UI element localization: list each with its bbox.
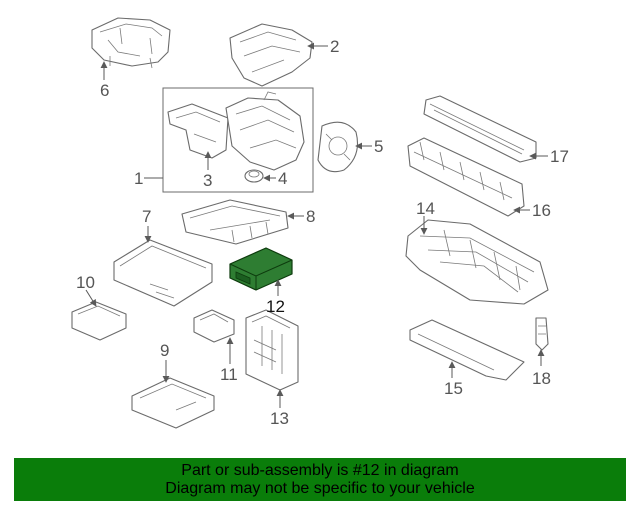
part-15-tray[interactable] [409, 319, 525, 381]
leader-10 [85, 289, 97, 307]
part-4-grommet[interactable] [244, 169, 264, 183]
callout-6: 6 [100, 81, 109, 100]
notice-line-part-number: Part or sub-assembly is #12 in diagram [181, 462, 459, 479]
part-13-module[interactable] [245, 309, 299, 391]
part-1-assembly-frame[interactable] [162, 87, 314, 193]
part-6-carrier[interactable] [91, 17, 171, 69]
callout-8: 8 [306, 207, 315, 226]
callout-7: 7 [142, 207, 151, 226]
notice-line-disclaimer: Diagram may not be specific to your vehi… [165, 480, 475, 497]
part-10-unit[interactable] [71, 301, 127, 341]
part-17-module[interactable] [423, 95, 537, 163]
callout-1: 1 [134, 169, 143, 188]
part-8-control-unit[interactable] [181, 199, 289, 245]
part-2-cover[interactable] [229, 23, 313, 87]
callout-15: 15 [444, 379, 463, 398]
callout-4: 4 [278, 169, 287, 188]
callout-10: 10 [76, 273, 95, 292]
callout-3: 3 [203, 171, 212, 190]
part-18-sensor[interactable] [535, 317, 549, 351]
part-9-module[interactable] [131, 377, 215, 429]
callout-18: 18 [532, 369, 551, 388]
exploded-parts-diagram: 6 2 1 3 4 5 17 16 14 18 15 8 7 12 10 11 … [71, 17, 569, 429]
diagram-notice-banner: Part or sub-assembly is #12 in diagram D… [14, 458, 626, 501]
part-5-round-cover[interactable] [317, 121, 359, 173]
part-3-bracket[interactable] [167, 103, 229, 159]
part-16-relay-bank[interactable] [407, 137, 525, 217]
part-11-relay[interactable] [193, 309, 235, 343]
callout-14: 14 [416, 199, 435, 218]
callout-17: 17 [550, 147, 569, 166]
callout-12: 12 [266, 297, 285, 316]
part-7-module[interactable] [113, 239, 213, 307]
callout-9: 9 [160, 341, 169, 360]
part-1-housing[interactable] [225, 91, 305, 171]
callout-2: 2 [330, 37, 339, 56]
callout-13: 13 [270, 409, 289, 428]
callout-11: 11 [220, 365, 238, 384]
callout-16: 16 [532, 201, 551, 220]
part-14-fuse-box[interactable] [405, 219, 549, 305]
callout-5: 5 [374, 137, 383, 156]
part-12-highlighted-module[interactable] [229, 247, 293, 291]
